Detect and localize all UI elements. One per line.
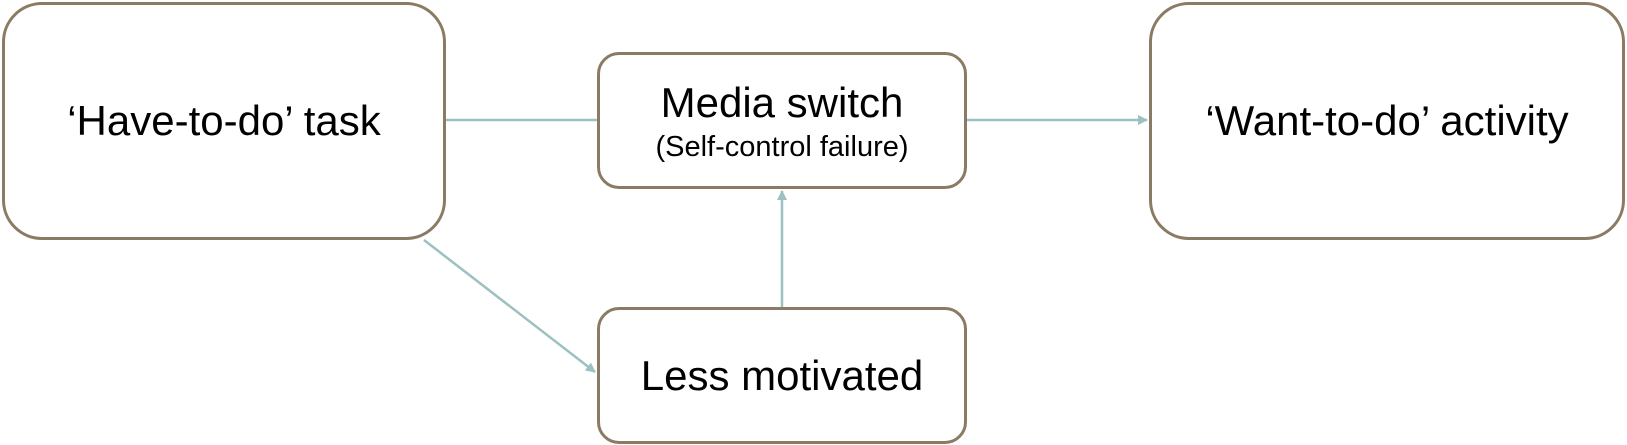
have-to-do-task-label: ‘Have-to-do’ task	[67, 97, 381, 144]
edge-task-to-less-motivated	[423, 239, 596, 373]
media-switch-label: Media switch	[660, 78, 904, 126]
want-to-do-activity-node: ‘Want-to-do’ activity	[1149, 2, 1625, 240]
less-motivated-node: Less motivated	[597, 307, 967, 444]
have-to-do-task-node: ‘Have-to-do’ task	[2, 2, 446, 240]
media-switch-sublabel: (Self-control failure)	[655, 130, 909, 163]
media-switch-node: Media switch (Self-control failure)	[597, 52, 967, 189]
less-motivated-label: Less motivated	[640, 351, 924, 399]
want-to-do-activity-label: ‘Want-to-do’ activity	[1205, 97, 1569, 144]
